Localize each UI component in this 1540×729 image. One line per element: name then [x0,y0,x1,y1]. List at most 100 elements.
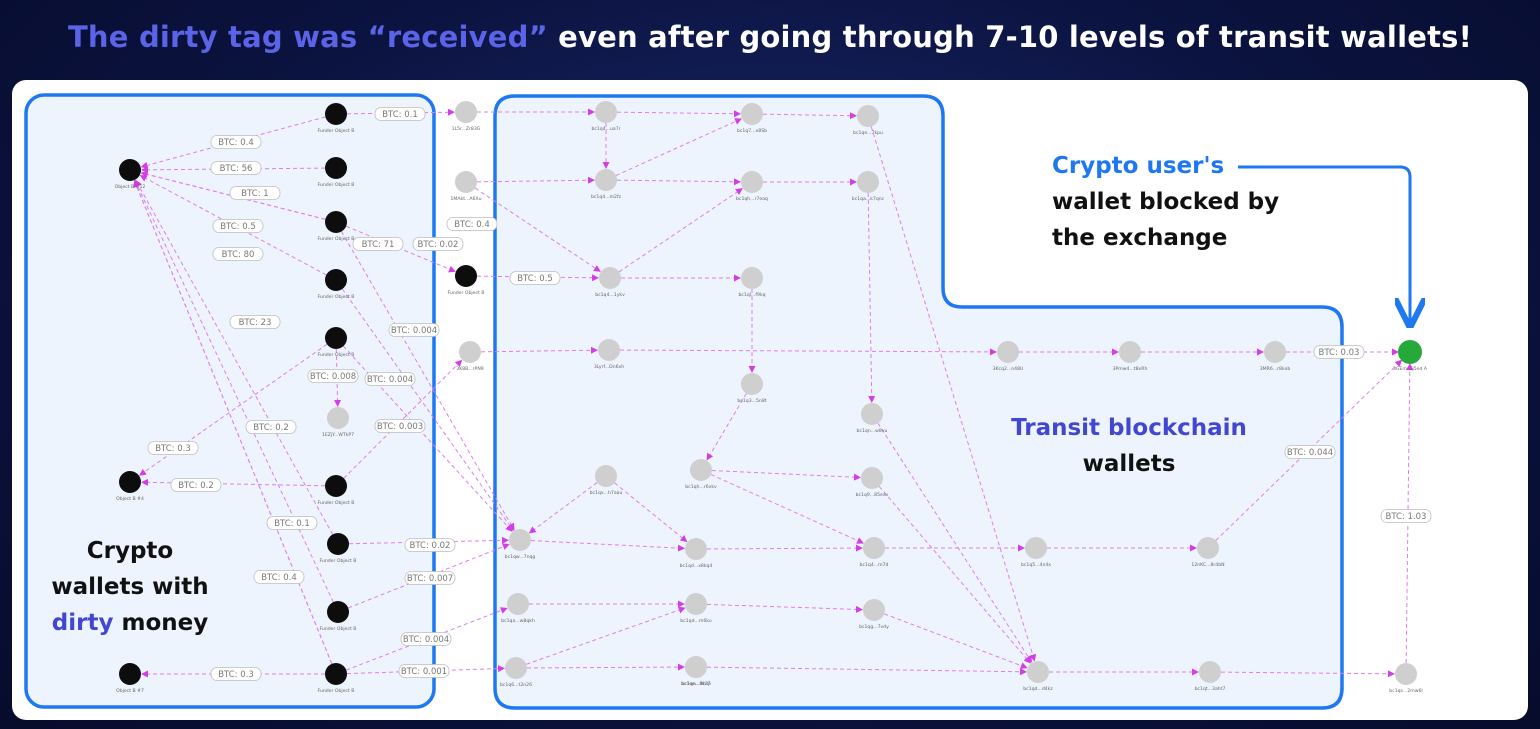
wallet-node-t21[interactable]: bc1qd...m6ku [680,593,712,624]
wallet-node-t14[interactable]: bc1q9...85eav [856,467,889,498]
wallet-node-t2[interactable]: bc1q7...x8Sb [737,103,767,134]
wallet-node-t26[interactable]: bc1qd...d4kz [1023,661,1053,692]
wallet-node-t27[interactable]: bc1qt...3aht7 [1195,661,1226,692]
wallet-node-circle[interactable] [1025,537,1047,559]
wallet-node-c3[interactable]: Funder Object B [318,157,355,188]
wallet-node-t7[interactable]: bc1q4...1ykv [595,267,625,298]
wallet-node-circle[interactable] [325,269,347,291]
wallet-node-c13[interactable]: Funder Object B [318,663,355,694]
wallet-node-circle[interactable] [685,593,707,615]
wallet-node-c8[interactable]: Object B #4 [116,471,144,502]
wallet-node-t9[interactable]: 3Lyrf...Dn6xh [594,339,624,370]
wallet-node-circle[interactable] [327,533,349,555]
wallet-node-circle[interactable] [455,171,477,193]
wallet-node-circle[interactable] [505,657,527,679]
wallet-node-t1[interactable]: bc1q4...ua7r [591,101,621,132]
wallet-node-circle[interactable] [325,475,347,497]
wallet-node-t13[interactable]: bc1qh...r6vkv [685,459,717,490]
wallet-node-circle[interactable] [741,103,763,125]
wallet-node-circle[interactable] [325,103,347,125]
wallet-node-circle[interactable] [1197,537,1219,559]
wallet-node-circle[interactable] [861,403,883,425]
wallet-node-circle[interactable] [325,327,347,349]
wallet-node-t19[interactable]: 12nKC...8r4bN [1191,537,1225,568]
wallet-node-c5[interactable]: Funder Object B [318,269,355,300]
wallet-node-circle[interactable] [741,171,763,193]
wallet-node-circle[interactable] [119,471,141,493]
wallet-node-circle[interactable] [595,169,617,191]
wallet-node-c4[interactable]: Funder Object B [318,211,355,242]
wallet-node-c1[interactable]: Object B #12 [115,159,146,190]
wallet-node-c6[interactable]: Funder Object B [318,327,355,358]
wallet-node-x1[interactable]: bc1qs...2mw6l [1389,663,1423,694]
wallet-node-m4[interactable]: 3K8B...rPN9 [456,341,484,372]
wallet-node-t20[interactable]: bc1qa...w8qkh [501,593,535,624]
wallet-node-circle[interactable] [861,467,883,489]
wallet-node-circle[interactable] [741,373,763,395]
wallet-node-t3[interactable]: bc1qe...7kpu [853,105,883,136]
wallet-node-t24[interactable]: bc1qn...8m7 [682,656,711,687]
annotation-dirty-word: dirty [51,610,114,636]
wallet-node-circle[interactable] [598,339,620,361]
wallet-node-m3[interactable]: Funder Object B [448,265,485,296]
wallet-node-t30[interactable]: 3MR6...r8kxb [1260,341,1291,372]
wallet-node-circle[interactable] [595,101,617,123]
wallet-node-circle[interactable] [509,529,531,551]
wallet-node-circle[interactable] [507,593,529,615]
wallet-node-circle[interactable] [685,656,707,678]
wallet-node-c12[interactable]: Object B #7 [116,663,144,694]
edge-label-box [446,217,498,231]
wallet-node-circle[interactable] [857,105,879,127]
wallet-node-t11[interactable]: bc1qn...w8vu [857,403,888,434]
wallet-node-circle[interactable] [599,267,621,289]
wallet-node-circle[interactable] [863,537,885,559]
wallet-node-circle[interactable] [119,159,141,181]
wallet-node-circle[interactable] [1398,340,1422,364]
wallet-node-t16[interactable]: bc1qd...x8kq4 [680,538,713,569]
wallet-node-t25[interactable]: bc1q6...t2n26 [500,657,532,688]
wallet-node-t8[interactable]: bc1ql...f9kq [738,267,766,298]
wallet-node-circle[interactable] [325,211,347,233]
wallet-node-circle[interactable] [685,538,707,560]
wallet-node-t5[interactable]: bc1qh...r7eaq [736,171,768,202]
wallet-node-circle[interactable] [690,459,712,481]
wallet-node-c9[interactable]: Funder Object B [318,475,355,506]
wallet-node-circle[interactable] [595,465,617,487]
wallet-node-circle[interactable] [325,157,347,179]
wallet-node-circle[interactable] [119,663,141,685]
wallet-node-t22[interactable]: bc1qg...7vdy [859,599,889,630]
wallet-node-c2[interactable]: Funder Object B [318,103,355,134]
wallet-node-t4[interactable]: bc1q4...m2fz [591,169,622,200]
wallet-node-circle[interactable] [997,341,1019,363]
wallet-node-circle[interactable] [1119,341,1141,363]
wallet-node-t17[interactable]: bc1q4...m7d [860,537,889,568]
wallet-node-t12[interactable]: bc1qx...h7aau [590,465,623,496]
wallet-node-circle[interactable] [1199,661,1221,683]
wallet-node-m1[interactable]: 1L5r...Zr83G [452,101,481,132]
wallet-node-circle[interactable] [327,407,349,429]
wallet-node-circle[interactable] [857,171,879,193]
wallet-node-c11[interactable]: Funder Object B [320,601,357,632]
wallet-node-c10[interactable]: Funder Object B [320,533,357,564]
wallet-node-t18[interactable]: bc1q5...4n4x [1021,537,1051,568]
wallet-node-circle[interactable] [325,663,347,685]
wallet-node-circle[interactable] [459,341,481,363]
wallet-node-t29[interactable]: 3Pmw4...t8xRh [1113,341,1148,372]
wallet-node-c7[interactable]: 1EZjY...WTkP7 [322,407,354,438]
wallet-node-circle[interactable] [327,601,349,623]
wallet-node-circle[interactable] [1027,661,1049,683]
edge-label-box [364,372,416,386]
wallet-node-t6[interactable]: bc1qa...k7qnc [852,171,885,202]
wallet-node-m2[interactable]: 1MAkt...A6Xu [451,171,482,202]
wallet-node-t15[interactable]: bc1qw...7nqg [505,529,536,560]
wallet-node-t10[interactable]: bc1q3...5n8t [737,373,767,404]
wallet-node-circle[interactable] [863,599,885,621]
wallet-node-circle[interactable] [1264,341,1286,363]
wallet-node-t28[interactable]: 3Kcq2...n48U [993,341,1024,372]
wallet-node-label: Object B #7 [116,688,144,694]
wallet-node-circle[interactable] [455,101,477,123]
wallet-node-circle[interactable] [741,267,763,289]
wallet-node-circle[interactable] [1395,663,1417,685]
wallet-node-u[interactable]: 3GEm...ij5ed A [1393,340,1428,372]
wallet-node-circle[interactable] [455,265,477,287]
